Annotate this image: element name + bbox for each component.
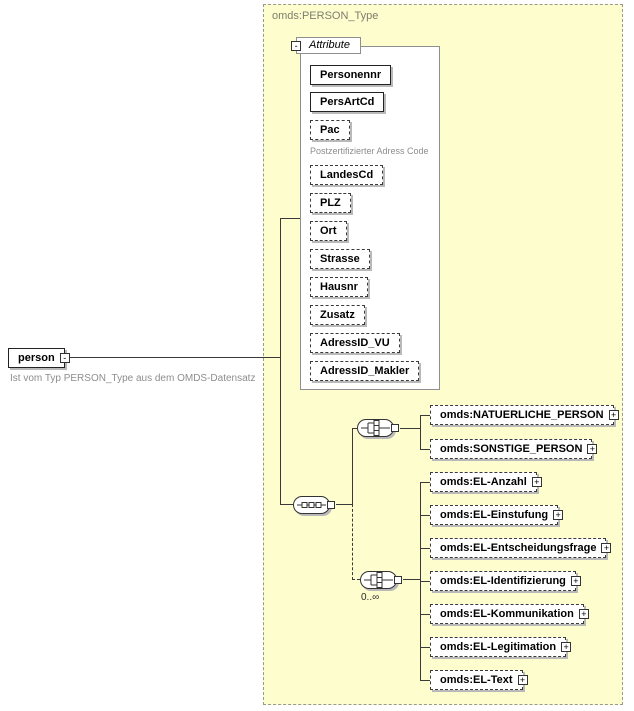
element-label: omds:NATUERLICHE_PERSON: [440, 409, 604, 421]
attribute-label: PersArtCd: [320, 96, 375, 108]
connector-line: [420, 415, 430, 416]
element-label: omds:EL-Kommunikation: [440, 608, 574, 620]
connector-line: [352, 428, 357, 429]
connector-line: [336, 504, 352, 505]
connector-line: [420, 482, 430, 483]
attribute-label: PLZ: [320, 197, 341, 209]
expand-icon[interactable]: +: [578, 609, 589, 619]
attribute-adressid-makler[interactable]: AdressID_Makler: [310, 361, 420, 381]
attribute-personennr[interactable]: Personennr: [310, 65, 392, 85]
choice-icon: [361, 420, 390, 436]
connector-line: [420, 449, 430, 450]
attribute-pac[interactable]: Pac: [310, 120, 350, 140]
element-sonstige-person[interactable]: omds:SONSTIGE_PERSON +: [430, 439, 598, 459]
attribute-label: LandesCd: [320, 169, 374, 181]
attribute-label: AdressID_Makler: [320, 365, 410, 377]
element-el-entscheidungsfrage[interactable]: omds:EL-Entscheidungsfrage +: [430, 538, 612, 558]
expand-handle[interactable]: [391, 424, 399, 432]
element-person-label: person: [18, 352, 55, 364]
connector-line: [400, 428, 420, 429]
connector-line: [420, 581, 430, 582]
person-annotation: Ist vom Typ PERSON_Type aus dem OMDS-Dat…: [10, 373, 256, 384]
connector-line: [280, 218, 281, 505]
element-label: omds:EL-Text: [440, 674, 513, 686]
connector-line: [420, 647, 430, 648]
element-el-legitimation[interactable]: omds:EL-Legitimation +: [430, 637, 572, 657]
attribute-label: AdressID_VU: [320, 337, 390, 349]
collapse-icon[interactable]: -: [291, 40, 301, 51]
attribute-plz[interactable]: PLZ: [310, 193, 351, 213]
attribute-label: Hausnr: [320, 281, 358, 293]
choice-icon: [364, 572, 393, 588]
attributes-header[interactable]: - Attribute: [291, 37, 361, 54]
occurrence-label: 0..∞: [361, 592, 380, 603]
expand-handle[interactable]: [394, 576, 402, 584]
attribute-label: Zusatz: [320, 309, 355, 321]
attribute-adressid-vu[interactable]: AdressID_VU: [310, 333, 400, 353]
connector-line: [420, 415, 421, 450]
element-person[interactable]: person -: [8, 348, 70, 368]
element-el-kommunikation[interactable]: omds:EL-Kommunikation +: [430, 604, 589, 624]
sequence-icon: [297, 502, 326, 508]
connector-line: [352, 428, 353, 505]
attribute-label: Strasse: [320, 253, 360, 265]
choice-compositor[interactable]: [357, 419, 399, 437]
connector-line: [420, 680, 430, 681]
attribute-persartcd[interactable]: PersArtCd: [310, 92, 385, 112]
expand-icon[interactable]: +: [553, 510, 564, 520]
attribute-landescd[interactable]: LandesCd: [310, 165, 384, 185]
attributes-header-label: Attribute: [309, 39, 350, 51]
element-label: omds:EL-Identifizierung: [440, 575, 566, 587]
sequence-compositor[interactable]: [293, 496, 335, 514]
attribute-ort[interactable]: Ort: [310, 221, 347, 241]
connector-line-optional: [352, 504, 353, 580]
expand-icon[interactable]: +: [561, 642, 572, 652]
attribute-zusatz[interactable]: Zusatz: [310, 305, 365, 325]
attribute-strasse[interactable]: Strasse: [310, 249, 370, 269]
expand-handle[interactable]: [327, 501, 335, 509]
element-label: omds:EL-Legitimation: [440, 641, 557, 653]
connector-line: [280, 504, 293, 505]
expand-icon[interactable]: +: [517, 675, 528, 685]
attribute-label: Pac: [320, 124, 340, 136]
connector-line: [420, 515, 430, 516]
expand-icon[interactable]: +: [570, 576, 581, 586]
attribute-pac-annotation: Postzertifizierter Adress Code: [310, 146, 429, 156]
element-el-identifizierung[interactable]: omds:EL-Identifizierung +: [430, 571, 581, 591]
connector-line: [69, 357, 280, 358]
attribute-label: Ort: [320, 225, 337, 237]
element-label: omds:SONSTIGE_PERSON: [440, 443, 583, 455]
expand-icon[interactable]: +: [531, 477, 542, 487]
element-natuerliche-person[interactable]: omds:NATUERLICHE_PERSON +: [430, 405, 619, 425]
connector-line: [280, 218, 300, 219]
element-label: omds:EL-Entscheidungsfrage: [440, 542, 597, 554]
type-title: omds:PERSON_Type: [272, 10, 379, 22]
expand-icon[interactable]: +: [608, 410, 619, 420]
element-el-anzahl[interactable]: omds:EL-Anzahl +: [430, 472, 542, 492]
connector-line: [403, 579, 420, 580]
connector-line-optional: [352, 579, 360, 580]
collapse-icon[interactable]: -: [59, 353, 70, 363]
element-label: omds:EL-Einstufung: [440, 509, 549, 521]
expand-icon[interactable]: +: [587, 444, 598, 454]
connector-line: [420, 614, 430, 615]
connector-line: [420, 548, 430, 549]
expand-icon[interactable]: +: [601, 543, 612, 553]
choice-compositor-optional[interactable]: [360, 571, 402, 589]
attribute-hausnr[interactable]: Hausnr: [310, 277, 368, 297]
attribute-label: Personennr: [320, 69, 382, 81]
element-el-text[interactable]: omds:EL-Text +: [430, 670, 528, 690]
element-el-einstufung[interactable]: omds:EL-Einstufung +: [430, 505, 564, 525]
element-label: omds:EL-Anzahl: [440, 476, 527, 488]
